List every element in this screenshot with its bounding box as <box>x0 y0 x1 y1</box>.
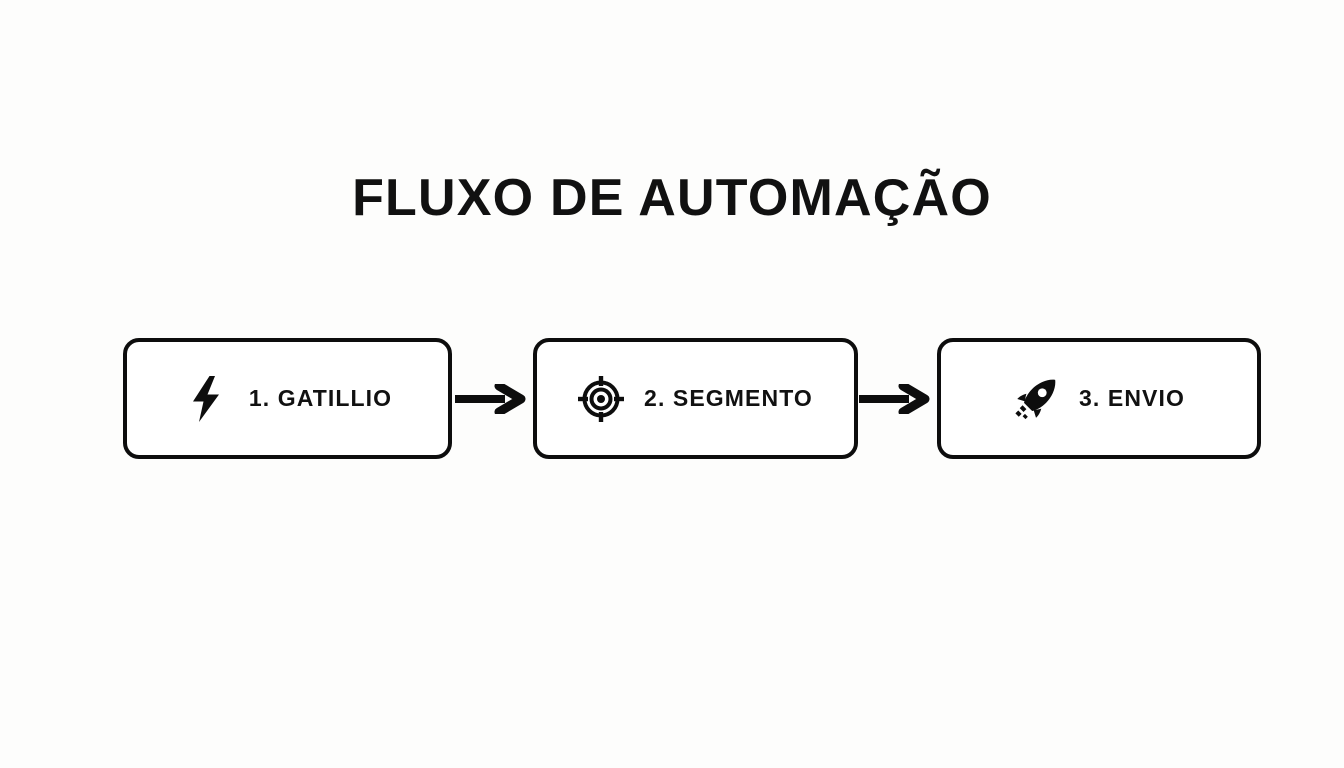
flow-step-label: 3. ENVIO <box>1079 385 1185 411</box>
page-title: FLUXO DE AUTOMAÇÃO <box>352 169 992 227</box>
arrow-right-icon <box>455 384 527 414</box>
flow-step-label: 2. SEGMENTO <box>644 385 813 411</box>
automation-flow-diagram: 1. GATILLIO 2. SEGMEN <box>123 338 1261 459</box>
flow-step-envio[interactable]: 3. ENVIO <box>937 338 1261 459</box>
flow-step-segmento[interactable]: 2. SEGMENTO <box>533 338 858 459</box>
arrow-right-icon <box>859 384 931 414</box>
lightning-bolt-icon <box>183 375 229 422</box>
flow-step-label: 1. GATILLIO <box>248 385 393 411</box>
target-crosshair-icon <box>578 375 625 422</box>
flow-step-gatillio[interactable]: 1. GATILLIO <box>123 338 452 459</box>
rocket-icon <box>1013 376 1059 422</box>
